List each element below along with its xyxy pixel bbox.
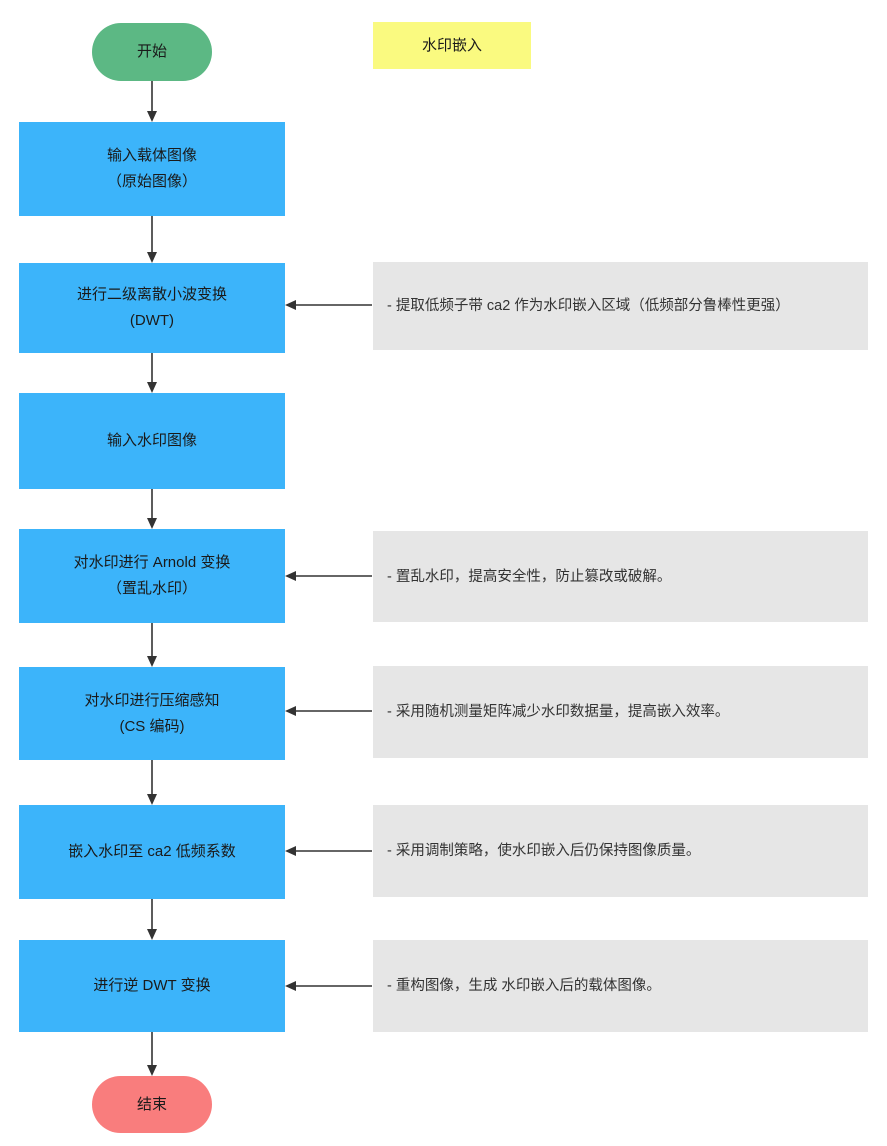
node-end[interactable]: 结束 — [92, 1076, 212, 1133]
annotation-embed: - 采用调制策略，使水印嵌入后仍保持图像质量。 — [373, 805, 868, 897]
arrowhead-n7-end — [147, 1065, 157, 1076]
arrowhead-a6-n6 — [285, 846, 296, 856]
node-compressed-sensing[interactable]: 对水印进行压缩感知 (CS 编码) — [19, 667, 285, 760]
annotation-inverse-dwt: - 重构图像，生成 水印嵌入后的载体图像。 — [373, 940, 868, 1032]
node-input-carrier-image[interactable]: 输入载体图像 （原始图像） — [19, 122, 285, 216]
arrowhead-n4-n5 — [147, 656, 157, 667]
arrowhead-start-n1 — [147, 111, 157, 122]
arrowhead-n5-n6 — [147, 794, 157, 805]
note-watermark-embedding: 水印嵌入 — [373, 22, 531, 69]
annotation-arnold: - 置乱水印，提高安全性，防止篡改或破解。 — [373, 531, 868, 622]
arrowhead-a2-n2 — [285, 300, 296, 310]
arrowhead-a4-n4 — [285, 571, 296, 581]
arrowhead-n3-n4 — [147, 518, 157, 529]
node-inverse-dwt[interactable]: 进行逆 DWT 变换 — [19, 940, 285, 1032]
arrowhead-a5-n5 — [285, 706, 296, 716]
arrowhead-a7-n7 — [285, 981, 296, 991]
node-two-level-dwt[interactable]: 进行二级离散小波变换 (DWT) — [19, 263, 285, 353]
node-start[interactable]: 开始 — [92, 23, 212, 81]
node-input-watermark-image[interactable]: 输入水印图像 — [19, 393, 285, 489]
arrowhead-n2-n3 — [147, 382, 157, 393]
annotation-dwt: - 提取低频子带 ca2 作为水印嵌入区域（低频部分鲁棒性更强） — [373, 262, 868, 350]
node-embed-watermark-ca2[interactable]: 嵌入水印至 ca2 低频系数 — [19, 805, 285, 899]
arrowhead-n1-n2 — [147, 252, 157, 263]
annotation-compressed-sensing: - 采用随机测量矩阵减少水印数据量，提高嵌入效率。 — [373, 666, 868, 758]
node-arnold-transform[interactable]: 对水印进行 Arnold 变换 （置乱水印） — [19, 529, 285, 623]
arrowhead-n6-n7 — [147, 929, 157, 940]
